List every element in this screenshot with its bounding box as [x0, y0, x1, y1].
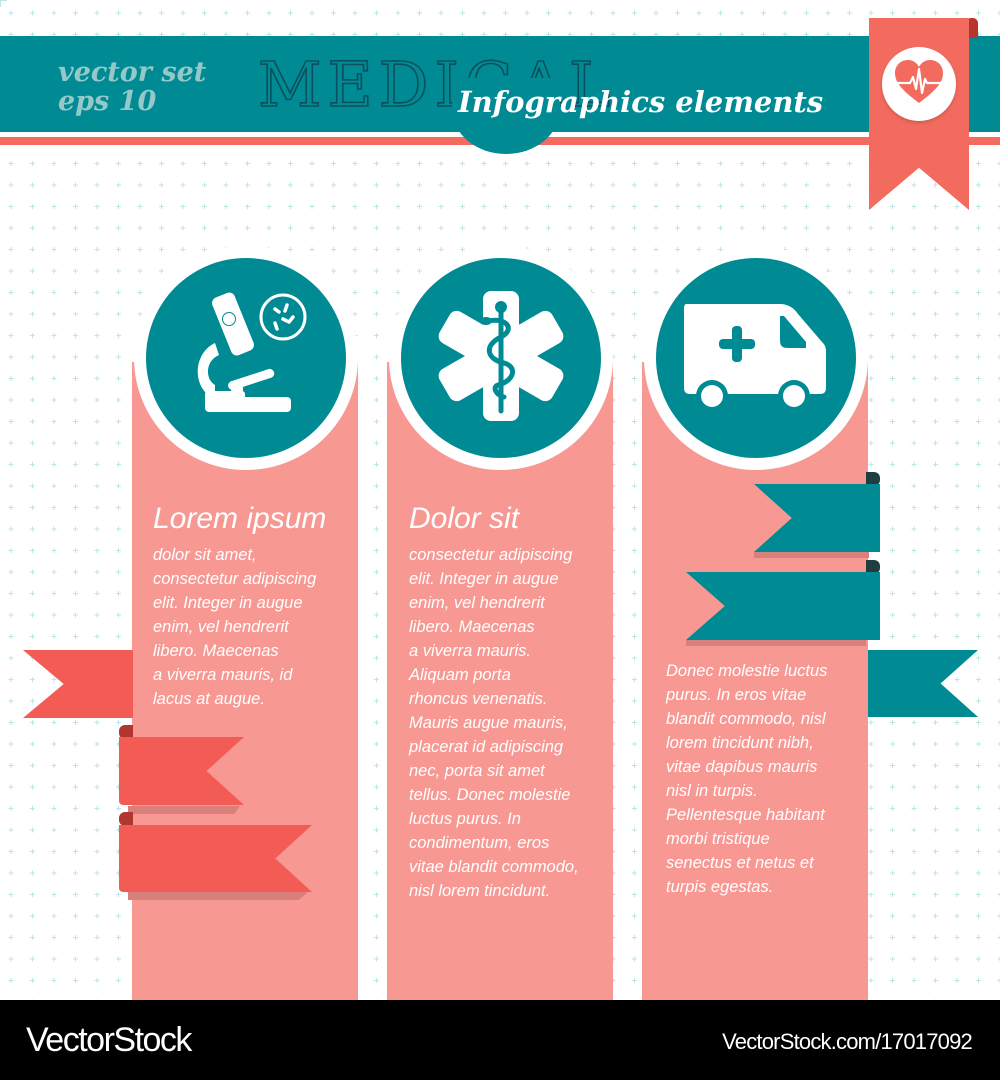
body-line: a viverra mauris. [409, 642, 531, 660]
watermark-footer: VectorStock VectorStock.com/17017092 [0, 1000, 1000, 1080]
body-line: lorem tincidunt nibh, [666, 734, 814, 752]
ribbon-fold [119, 812, 133, 826]
ribbon-shadow [128, 806, 240, 814]
body-line: a viverra mauris, id [153, 666, 293, 684]
footer-brand: VectorStock [26, 1021, 192, 1059]
body-line: morbi tristique [666, 830, 770, 848]
footer-url: VectorStock.com/17017092 [722, 1029, 973, 1054]
column-2-heading: Dolor sit [409, 502, 520, 535]
body-line: libero. Maecenas [153, 642, 279, 660]
body-line: dolor sit amet, [153, 546, 257, 564]
body-line: turpis egestas. [666, 878, 774, 896]
heart-badge [882, 47, 956, 121]
icon-disc-2 [401, 258, 601, 458]
body-line: consectetur adipiscing [153, 570, 317, 588]
body-line: purus. In eros vitae [666, 686, 807, 704]
body-line: lacus at augue. [153, 690, 265, 708]
column-3-body: Donec molestie luctus purus. In eros vit… [666, 659, 866, 899]
ribbon-shadow [686, 640, 866, 646]
icon-disc-1 [146, 258, 346, 458]
body-line: Donec molestie luctus [666, 662, 828, 680]
tagline-bubble [452, 78, 560, 154]
body-line: placerat id adipiscing [409, 738, 564, 756]
body-line: condimentum, eros [409, 834, 550, 852]
body-line: enim, vel hendrerit [409, 594, 545, 612]
column-1-body: dolor sit amet, consectetur adipiscing e… [153, 543, 353, 711]
subtitle-line-2: eps 10 [58, 86, 157, 117]
ribbon-fold [119, 725, 133, 739]
body-line: libero. Maecenas [409, 618, 535, 636]
body-line: Aliquam porta [409, 666, 511, 684]
body-line: rhoncus venenatis. [409, 690, 548, 708]
body-line: consectetur adipiscing [409, 546, 573, 564]
body-line: nisl in turpis. [666, 782, 758, 800]
infographic-canvas: vector set eps 10 MEDICAL Infographics e… [0, 0, 1000, 1000]
body-line: nec, porta sit amet [409, 762, 545, 780]
body-line: vitae dapibus mauris [666, 758, 818, 776]
vector-set-label: vector set eps 10 [58, 58, 206, 116]
ribbon-fold [866, 560, 880, 574]
ribbon-fold [866, 472, 880, 486]
body-line: luctus purus. In [409, 810, 521, 828]
ribbon-shadow [128, 892, 308, 900]
column-2-body: consectetur adipiscing elit. Integer in … [409, 543, 609, 903]
body-line: vitae blandit commodo, [409, 858, 579, 876]
body-line: Pellentesque habitant [666, 806, 825, 824]
body-line: elit. Integer in augue [153, 594, 303, 612]
microscope-icon [171, 281, 321, 436]
ambulance-icon [676, 296, 836, 421]
ribbon-shadow [754, 552, 869, 558]
column-1-heading: Lorem ipsum [153, 502, 327, 535]
body-line: elit. Integer in augue [409, 570, 559, 588]
body-line: blandit commodo, nisl [666, 710, 826, 728]
tagline: Infographics elements [458, 85, 824, 119]
bookmark-fold [966, 18, 978, 38]
body-line: senectus et netus et [666, 854, 814, 872]
body-line: tellus. Donec molestie [409, 786, 571, 804]
icon-disc-3 [656, 258, 856, 458]
body-line: enim, vel hendrerit [153, 618, 289, 636]
heart-pulse-icon [893, 59, 945, 110]
body-line: Mauris augue mauris, [409, 714, 568, 732]
star-of-life-icon [426, 281, 576, 436]
body-line: nisl lorem tincidunt. [409, 882, 551, 900]
subtitle-line-1: vector set [58, 57, 207, 88]
